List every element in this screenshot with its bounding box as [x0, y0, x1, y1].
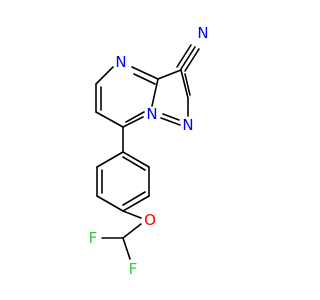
fluorine-left-label: F	[89, 229, 98, 247]
bond	[122, 156, 146, 171]
bond	[122, 151, 150, 168]
ether-oxygen-label: O	[144, 211, 156, 229]
nitrile-nitrogen-label: N	[197, 24, 208, 42]
bond	[125, 111, 145, 123]
bond	[131, 66, 159, 80]
atom-labels-layer: N N N N O F F	[89, 24, 209, 278]
bond	[157, 69, 182, 80]
bond	[122, 116, 144, 128]
bond	[160, 117, 181, 126]
bond	[122, 237, 131, 260]
bonds-layer	[95, 44, 200, 260]
nitrile-bond	[184, 48, 200, 72]
bond	[96, 195, 124, 212]
bond	[151, 78, 159, 107]
bond	[184, 73, 191, 96]
bond	[96, 151, 124, 168]
bridgehead-nitrogen-label: N	[146, 105, 157, 123]
molecule-structure: N N N N O F F	[89, 24, 209, 278]
pyrazole-nitrogen-label: N	[182, 116, 193, 134]
bond	[95, 66, 114, 85]
bond	[122, 191, 146, 206]
bond	[122, 223, 142, 239]
nitrile-bond	[180, 46, 196, 70]
pyrimidine-nitrogen-label: N	[115, 53, 126, 71]
bond	[122, 195, 150, 212]
bond	[180, 69, 189, 99]
bond	[122, 210, 142, 219]
bond	[95, 111, 124, 128]
fluorine-right-label: F	[129, 260, 138, 278]
bond	[133, 73, 156, 85]
nitrile-bond	[176, 44, 192, 68]
bond	[162, 113, 180, 121]
